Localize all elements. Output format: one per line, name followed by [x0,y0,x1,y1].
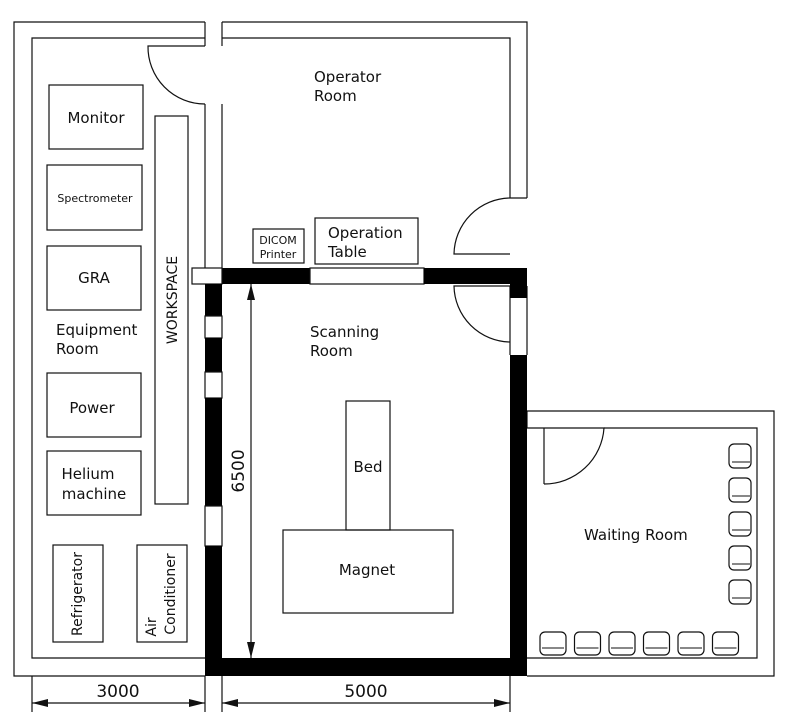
magnet-label: Magnet [339,561,395,579]
equipment-boxes [46,84,189,643]
equipment-room-label-line2: Room [56,340,99,358]
door-operator-right [453,197,511,255]
power-label: Power [69,399,115,417]
refrigerator-label: Refrigerator [70,552,86,636]
operation-table [314,217,419,265]
dicom-printer [252,228,305,264]
dimension-left-width: 3000 [96,682,139,702]
operator-room-label-line2: Room [314,87,357,105]
outer-walls [13,21,775,677]
waiting-seat [728,545,752,571]
waiting-seat [608,631,636,656]
operation-table-label-line1: Operation [328,224,403,242]
door-waiting [543,427,605,485]
shielded-walls [191,267,527,676]
scanning-room-label-line1: Scanning [310,323,379,341]
waiting-seat [539,631,567,656]
door-operator-top [147,45,206,105]
operation-table-label-line2: Table [327,243,367,261]
waiting-seat [573,631,602,656]
dicom-label-line2: Printer [260,248,297,261]
helium-label-line1: Helium [62,465,115,483]
bed-label: Bed [353,458,382,476]
gra-label: GRA [78,269,110,287]
waiting-seat [728,443,752,469]
waiting-seat [728,477,752,503]
dimension-scan-height: 6500 [229,449,249,492]
waiting-seat [711,631,740,656]
monitor-label: Monitor [67,109,125,127]
doors [147,45,605,485]
dimension-lines [31,284,511,712]
door-scanning-right [453,285,511,343]
spectrometer-label: Spectrometer [57,192,133,205]
air-conditioner-label-line1: Air [144,617,160,636]
dimension-right-width: 5000 [344,682,387,702]
equipment-room-label-line1: Equipment [56,321,138,339]
magnet [282,529,454,614]
air-conditioner-label-line2: Conditioner [163,553,179,634]
dicom-label-line1: DICOM [259,234,297,247]
waiting-seat [677,631,705,656]
waiting-seat [728,579,752,605]
workspace-label: WORKSPACE [165,256,181,344]
waiting-room-label: Waiting Room [584,526,688,544]
scanning-room-label-line2: Room [310,342,353,360]
seats [539,443,752,656]
operator-room-label-line1: Operator [314,68,382,86]
helium-label-line2: machine [62,485,126,503]
waiting-seat [728,511,752,537]
waiting-seat [642,631,671,656]
